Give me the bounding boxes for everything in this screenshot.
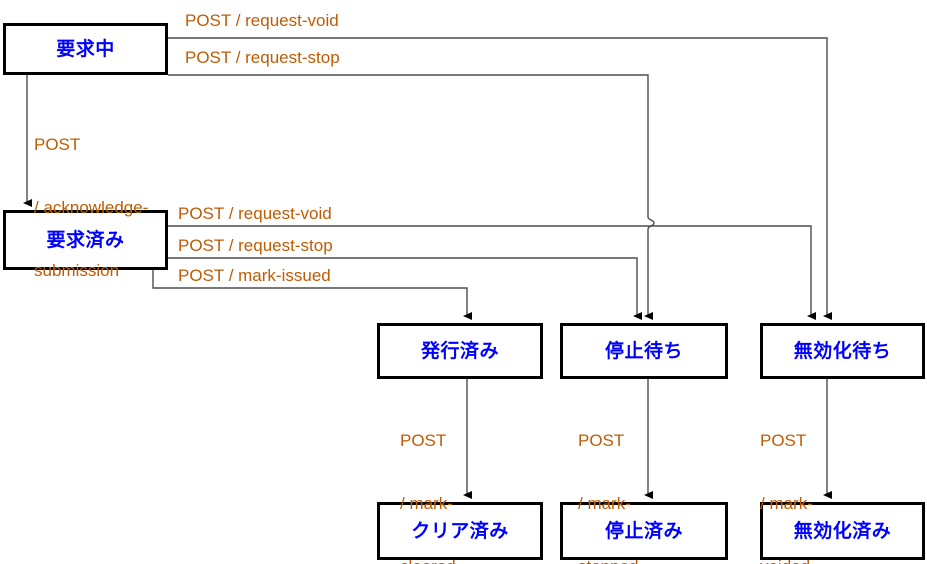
state-label-void-pending: 無効化待ち: [793, 339, 892, 362]
state-label-voided: 無効化済み: [793, 519, 892, 542]
transition-label-line: submission: [34, 261, 120, 280]
transition-label-line: POST: [760, 431, 807, 450]
wire-requested-to-void-pending: [168, 225, 816, 320]
state-box-requesting[interactable]: 要求中: [3, 23, 168, 75]
state-box-cleared[interactable]: クリア済み: [377, 502, 543, 560]
transition-label-line: POST: [34, 135, 81, 154]
transition-label-acknowledge-submission: POST / acknowledge- submission: [34, 92, 148, 323]
transition-label-line: POST: [578, 431, 625, 450]
state-label-requested: 要求済み: [46, 228, 125, 251]
transition-label-requesting-request-void: POST / request-void: [185, 11, 339, 30]
state-box-stopped[interactable]: 停止済み: [560, 502, 728, 560]
transition-label-line: / mark-: [760, 494, 813, 513]
transition-label-void-pending-mark-voided: POST / mark- voided: [760, 388, 813, 564]
transition-label-requested-request-stop: POST / request-stop: [178, 236, 333, 255]
state-box-requested[interactable]: 要求済み: [3, 210, 168, 270]
state-label-stop-pending: 停止待ち: [604, 339, 683, 362]
state-box-issued[interactable]: 発行済み: [377, 323, 543, 379]
state-label-issued: 発行済み: [420, 339, 499, 362]
transition-label-line: / acknowledge-: [34, 198, 149, 217]
state-box-voided[interactable]: 無効化済み: [760, 502, 925, 560]
state-label-cleared: クリア済み: [411, 519, 509, 542]
transition-label-issued-mark-cleared: POST / mark- cleared: [400, 388, 456, 564]
transition-label-line: cleared: [400, 556, 456, 564]
transition-label-stop-pending-mark-stopped: POST / mark- stopped: [578, 388, 639, 564]
state-label-stopped: 停止済み: [604, 519, 683, 542]
transition-label-requested-request-void: POST / request-void: [178, 204, 332, 223]
transition-label-line: voided: [760, 556, 813, 564]
wire-requesting-to-stop-pending: [168, 74, 655, 320]
transition-label-line: / mark-: [578, 494, 631, 513]
transition-label-requesting-request-stop: POST / request-stop: [185, 48, 340, 67]
transition-label-line: stopped: [578, 556, 639, 564]
state-label-requesting: 要求中: [56, 37, 115, 60]
transition-label-line: POST: [400, 431, 447, 450]
transition-label-requested-mark-issued: POST / mark-issued: [178, 266, 331, 285]
wire-requested-to-issued: [152, 270, 472, 320]
transition-label-line: / mark-: [400, 494, 453, 513]
state-box-void-pending[interactable]: 無効化待ち: [760, 323, 925, 379]
state-box-stop-pending[interactable]: 停止待ち: [560, 323, 728, 379]
wire-requested-to-stop-pending: [168, 257, 642, 320]
wire-requesting-to-void-pending: [168, 37, 832, 320]
